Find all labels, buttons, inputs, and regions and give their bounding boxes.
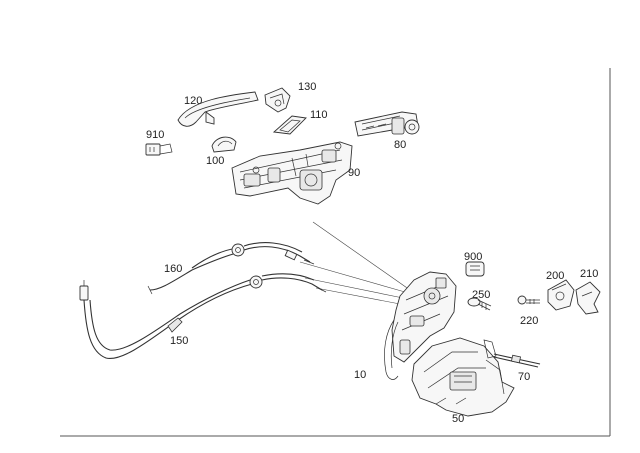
- part-110-gasket: [272, 115, 307, 135]
- part-210-plate: [575, 281, 601, 315]
- label-210: 210: [580, 268, 598, 280]
- label-220: 220: [520, 315, 538, 327]
- label-10: 10: [354, 369, 366, 381]
- label-100: 100: [206, 155, 224, 167]
- label-900: 900: [464, 251, 482, 263]
- label-160: 160: [164, 263, 182, 275]
- label-110: 110: [310, 109, 328, 121]
- part-910-connector: [145, 143, 173, 156]
- part-220-screw: [517, 295, 540, 305]
- part-70-rod: [493, 353, 541, 368]
- part-90-handle-frame: [231, 141, 353, 205]
- label-150: 150: [170, 335, 188, 347]
- part-200-striker: [547, 279, 575, 311]
- leader-lines: [299, 221, 411, 305]
- part-100-seal: [211, 136, 237, 153]
- part-10-door-lock: [384, 271, 457, 380]
- part-120-outer-handle: [177, 91, 259, 127]
- part-labels: 120 130 110 910 100 80 90 160 150 900 25…: [146, 81, 598, 425]
- label-120: 120: [184, 95, 202, 107]
- label-50: 50: [452, 413, 464, 425]
- diagram-frame: [60, 68, 611, 437]
- part-250-screw: [467, 297, 492, 311]
- label-130: 130: [298, 81, 316, 93]
- label-910: 910: [146, 129, 164, 141]
- part-80-carrier: [354, 111, 420, 137]
- part-900-cap: [465, 261, 485, 277]
- label-70: 70: [518, 371, 530, 383]
- part-150-cable: [79, 273, 327, 359]
- part-130-handle-cap: [264, 87, 291, 113]
- label-200: 200: [546, 270, 564, 282]
- label-80: 80: [394, 139, 406, 151]
- label-250: 250: [472, 289, 490, 301]
- label-90: 90: [348, 167, 360, 179]
- part-50-lock-cover: [411, 337, 515, 417]
- part-160-cable: [147, 242, 315, 295]
